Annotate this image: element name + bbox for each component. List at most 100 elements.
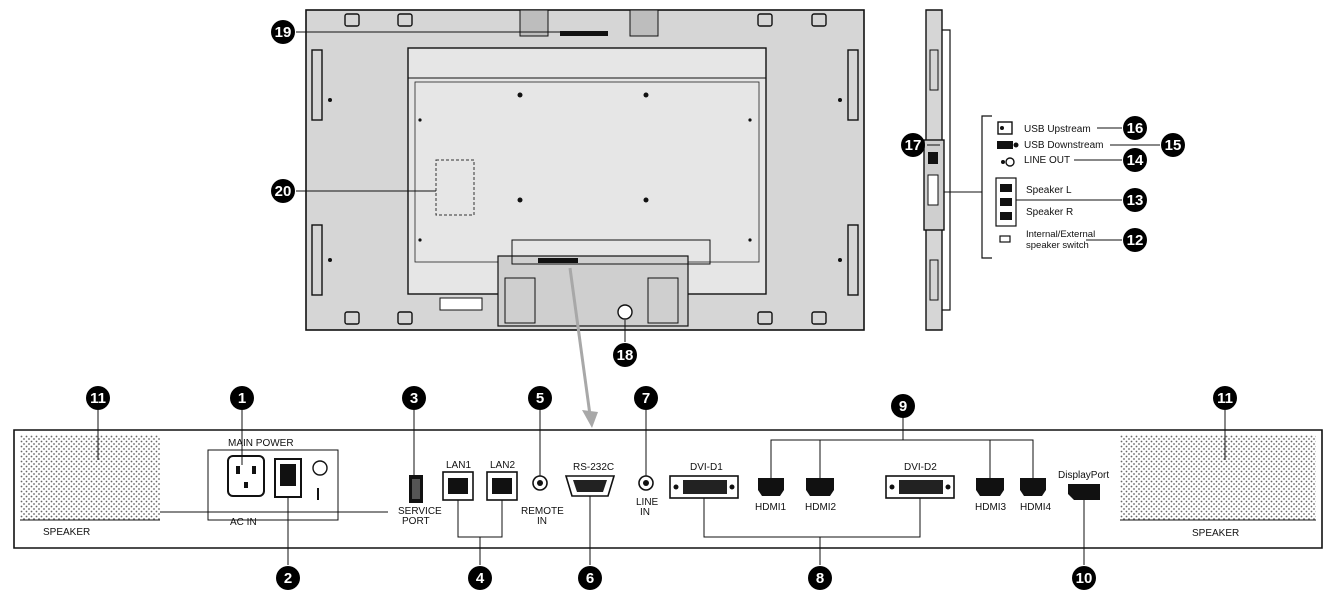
svg-text:2: 2	[284, 570, 292, 587]
hdmi3-port	[976, 478, 1004, 496]
svg-text:9: 9	[899, 398, 907, 415]
service-port	[409, 475, 423, 503]
monitor-side-view	[923, 9, 1019, 331]
switch-label-line1: Internal/External	[1026, 229, 1095, 240]
mount-hole	[617, 304, 633, 320]
remote-label-line2: IN	[537, 516, 547, 527]
dvi-d2-label: DVI-D2	[904, 462, 937, 473]
service-label-line2: PORT	[402, 516, 430, 527]
hdmi2-port	[806, 478, 834, 496]
callout-2: 2	[276, 566, 300, 590]
callout-1: 1	[230, 386, 254, 410]
usb-upstream-label: USB Upstream	[1024, 124, 1091, 135]
ac-in-label: AC IN	[230, 517, 257, 528]
dvi-d1-port	[669, 475, 739, 499]
lan1-label: LAN1	[446, 460, 471, 471]
zoom-arrow	[568, 267, 598, 428]
usb-downstream-label: USB Downstream	[1024, 140, 1103, 151]
svg-text:11: 11	[1217, 390, 1233, 407]
top-slot	[560, 31, 608, 36]
callout-7: 7	[634, 386, 658, 410]
hdmi1-label: HDMI1	[755, 502, 787, 513]
speaker-r-label: Speaker R	[1026, 207, 1073, 218]
svg-text:11: 11	[90, 390, 106, 407]
svg-text:3: 3	[410, 390, 418, 407]
remote-label-line1: REMOTE	[521, 506, 564, 517]
callout-11-right: 11	[1213, 386, 1237, 410]
svg-text:8: 8	[816, 570, 824, 587]
dvi-d1-label: DVI-D1	[690, 462, 723, 473]
callout-10: 10	[1072, 566, 1096, 590]
displayport-port	[1068, 484, 1100, 500]
dvi-d2-port	[885, 475, 955, 499]
remote-in-jack	[532, 475, 548, 491]
rear-cover	[407, 47, 767, 295]
speaker-terminals	[995, 177, 1017, 227]
callout-5: 5	[528, 386, 552, 410]
svg-text:7: 7	[642, 390, 650, 407]
svg-text:1: 1	[238, 390, 246, 407]
main-power-label: MAIN POWER	[228, 438, 294, 449]
main-power-switch	[274, 458, 302, 498]
hdmi1-port	[758, 478, 784, 496]
bracket-lines	[97, 410, 1226, 565]
callout-15: 15	[1161, 133, 1185, 157]
svg-text:19: 19	[275, 24, 292, 41]
switch-label-line2: speaker switch	[1026, 240, 1089, 251]
stand-mount	[497, 255, 689, 327]
monitor-back-view	[305, 9, 865, 331]
speaker-l-label: Speaker L	[1026, 185, 1072, 196]
callout-13: 13	[1123, 188, 1147, 212]
speaker-switch	[999, 235, 1011, 243]
callout-16: 16	[1123, 116, 1147, 140]
line-in-label-line1: LINE	[636, 497, 659, 508]
speaker-right-label: SPEAKER	[1192, 528, 1239, 539]
callout-9: 9	[891, 394, 915, 418]
svg-text:15: 15	[1165, 137, 1182, 154]
callout-14: 14	[1123, 148, 1147, 172]
hdmi4-label: HDMI4	[1020, 502, 1052, 513]
lan2-port	[486, 471, 518, 501]
line-out-jack	[1001, 157, 1015, 167]
usb-upstream-port	[997, 121, 1013, 135]
lan1-port	[442, 471, 474, 501]
hdmi3-label: HDMI3	[975, 502, 1007, 513]
line-in-jack	[638, 475, 654, 491]
rs232c-label: RS-232C	[573, 462, 614, 473]
svg-text:4: 4	[476, 570, 485, 587]
callout-12: 12	[1123, 228, 1147, 252]
svg-text:20: 20	[275, 183, 292, 200]
svg-text:18: 18	[617, 347, 634, 364]
speaker-grille-left	[20, 435, 160, 520]
callout-18: 18	[613, 343, 637, 367]
callout-11-left: 11	[86, 386, 110, 410]
speaker-grille-right	[1120, 435, 1316, 520]
ac-inlet	[227, 455, 265, 497]
svg-text:13: 13	[1127, 192, 1144, 209]
svg-text:6: 6	[586, 570, 594, 587]
svg-text:5: 5	[536, 390, 544, 407]
hdmi4-port	[1020, 478, 1046, 496]
callout-19: 19	[271, 20, 295, 44]
speaker-left-label: SPEAKER	[43, 527, 90, 538]
line-in-label-line2: IN	[640, 507, 650, 518]
terminal-area-highlight	[511, 239, 711, 265]
svg-text:10: 10	[1076, 570, 1093, 587]
callout-20: 20	[271, 179, 295, 203]
label-area	[435, 159, 475, 216]
svg-text:12: 12	[1127, 232, 1144, 249]
svg-text:17: 17	[905, 137, 922, 154]
svg-text:14: 14	[1127, 152, 1144, 169]
terminal-panel: SPEAKER SPEAKER MAIN POWER AC IN SERVICE…	[13, 410, 1323, 565]
hdmi2-label: HDMI2	[805, 502, 837, 513]
callout-4: 4	[468, 566, 492, 590]
lan2-label: LAN2	[490, 460, 515, 471]
callout-8: 8	[808, 566, 832, 590]
line-out-label: LINE OUT	[1024, 155, 1070, 166]
usb-downstream-port	[997, 141, 1019, 149]
callout-3: 3	[402, 386, 426, 410]
displayport-label: DisplayPort	[1058, 470, 1109, 481]
callout-6: 6	[578, 566, 602, 590]
svg-text:16: 16	[1127, 120, 1144, 137]
